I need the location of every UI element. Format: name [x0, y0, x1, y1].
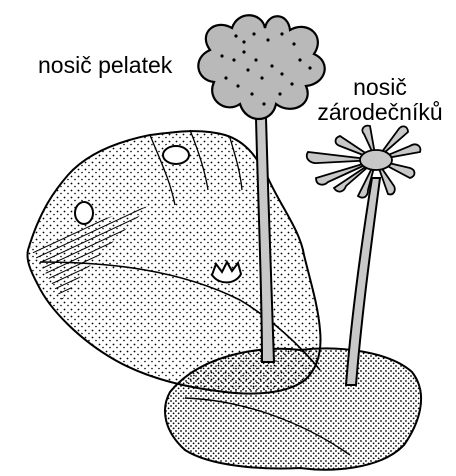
antheridiophore-label: nosič pelatek [38, 53, 172, 78]
archegoniophore-label: nosič zárodečníků [316, 75, 444, 125]
archegoniophore-label-line1: nosič [316, 75, 444, 100]
antheridiophore-receptacle [198, 15, 324, 119]
gemma-cup-crown [212, 262, 241, 282]
gemma-cup-left [75, 202, 93, 224]
gemma-cup-top [163, 146, 189, 164]
archegoniophore-receptacle [307, 126, 421, 198]
archegoniophore-label-line2: zárodečníků [316, 100, 444, 125]
